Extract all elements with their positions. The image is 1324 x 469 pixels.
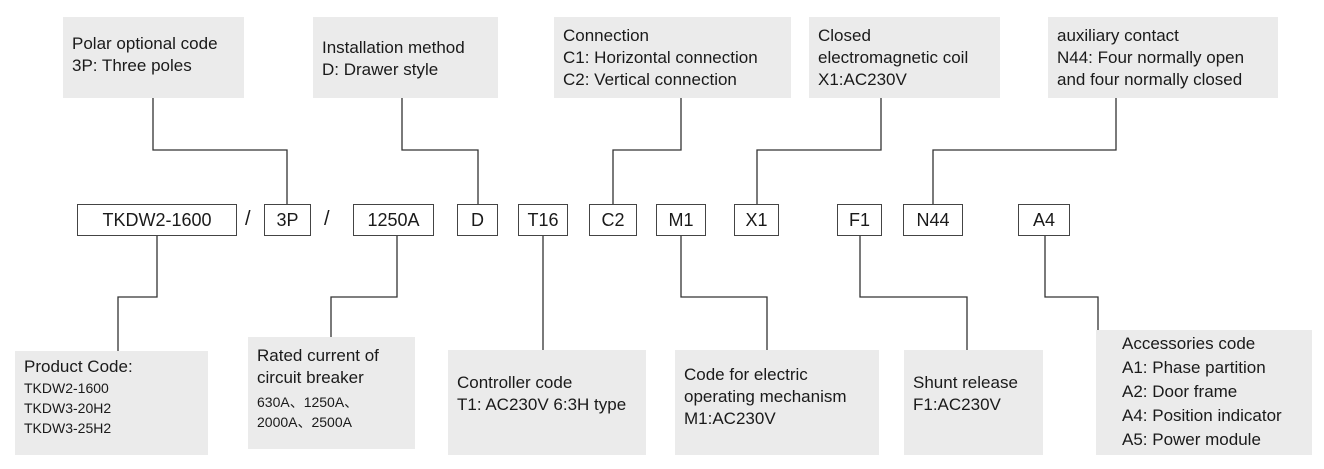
note-connection-line2: C2: Vertical connection (563, 70, 737, 89)
note-polar-title: Polar optional code (72, 34, 218, 53)
note-connection-title: Connection (563, 26, 650, 45)
note-installation: Installation method D: Drawer style (313, 17, 498, 98)
line-rated (330, 236, 398, 337)
separator-slash-1: / (245, 208, 251, 230)
accessory-item: A4: Position indicator (1122, 406, 1282, 425)
accessory-item: A2: Door frame (1122, 382, 1238, 401)
product-code-item: TKDW3-20H2 (24, 400, 112, 416)
product-code-item: TKDW2-1600 (24, 380, 109, 396)
line-shunt (859, 236, 968, 350)
line-coil (756, 98, 882, 204)
note-mechanism-title2: operating mechanism (684, 387, 847, 406)
separator-slash-2: / (324, 208, 330, 230)
note-shunt-release: Shunt release F1:AC230V (904, 350, 1043, 455)
note-rated-line1: 630A、1250A、 (257, 394, 359, 410)
code-accessory: A4 (1018, 204, 1070, 236)
note-closing-coil: Closed electromagnetic coil X1:AC230V (809, 17, 1000, 98)
code-poles: 3P (264, 204, 311, 236)
code-model: TKDW2-1600 (77, 204, 237, 236)
note-rated-line2: 2000A、2500A (257, 414, 352, 430)
note-controller-code: Controller code T1: AC230V 6:3H type (448, 350, 646, 455)
code-shunt: F1 (837, 204, 882, 236)
note-product-title: Product Code: (24, 357, 133, 376)
line-connection (612, 98, 682, 204)
code-connection: C2 (589, 204, 637, 236)
code-aux: N44 (903, 204, 963, 236)
product-code-item: TKDW3-25H2 (24, 420, 112, 436)
note-accessories-title: Accessories code (1122, 334, 1256, 353)
note-aux-line1: N44: Four normally open (1057, 48, 1245, 67)
code-controller: T16 (518, 204, 568, 236)
note-polar-line1: 3P: Three poles (72, 56, 192, 75)
note-controller-line1: T1: AC230V 6:3H type (457, 395, 627, 414)
code-coil: X1 (734, 204, 779, 236)
note-coil-line1: electromagnetic coil (818, 48, 969, 67)
note-rated-title2: circuit breaker (257, 368, 364, 387)
note-installation-title: Installation method (322, 38, 465, 57)
note-installation-line1: D: Drawer style (322, 60, 439, 79)
code-mechanism: M1 (656, 204, 706, 236)
note-coil-line2: X1:AC230V (818, 70, 907, 89)
note-mechanism-line1: M1:AC230V (684, 409, 776, 428)
note-connection: Connection C1: Horizontal connection C2:… (554, 17, 791, 98)
note-mechanism-title1: Code for electric (684, 365, 808, 384)
note-aux-line2: and four normally closed (1057, 70, 1243, 89)
note-rated-title1: Rated current of (257, 346, 379, 365)
accessory-item: A5: Power module (1122, 430, 1261, 449)
line-accessories (1044, 236, 1099, 330)
accessory-item: A1: Phase partition (1122, 358, 1266, 377)
note-coil-title: Closed (818, 26, 871, 45)
line-install (401, 98, 479, 204)
line-polar (152, 98, 288, 204)
note-operating-mechanism: Code for electric operating mechanism M1… (675, 350, 879, 455)
note-shunt-title: Shunt release (913, 373, 1018, 392)
note-auxiliary-contact: auxiliary contact N44: Four normally ope… (1048, 17, 1278, 98)
line-product (117, 236, 158, 351)
code-install: D (457, 204, 498, 236)
note-polar-code: Polar optional code 3P: Three poles (63, 17, 244, 98)
note-product-code: Product Code: TKDW2-1600 TKDW3-20H2 TKDW… (15, 351, 208, 455)
code-current: 1250A (353, 204, 434, 236)
note-aux-title: auxiliary contact (1057, 26, 1179, 45)
note-connection-line1: C1: Horizontal connection (563, 48, 758, 67)
note-accessories-code: Accessories code A1: Phase partition A2:… (1096, 330, 1312, 455)
note-shunt-line1: F1:AC230V (913, 395, 1001, 414)
note-rated-current: Rated current of circuit breaker 630A、12… (248, 337, 415, 449)
line-mechanism (680, 236, 768, 350)
line-aux (932, 98, 1117, 204)
note-controller-title: Controller code (457, 373, 573, 392)
